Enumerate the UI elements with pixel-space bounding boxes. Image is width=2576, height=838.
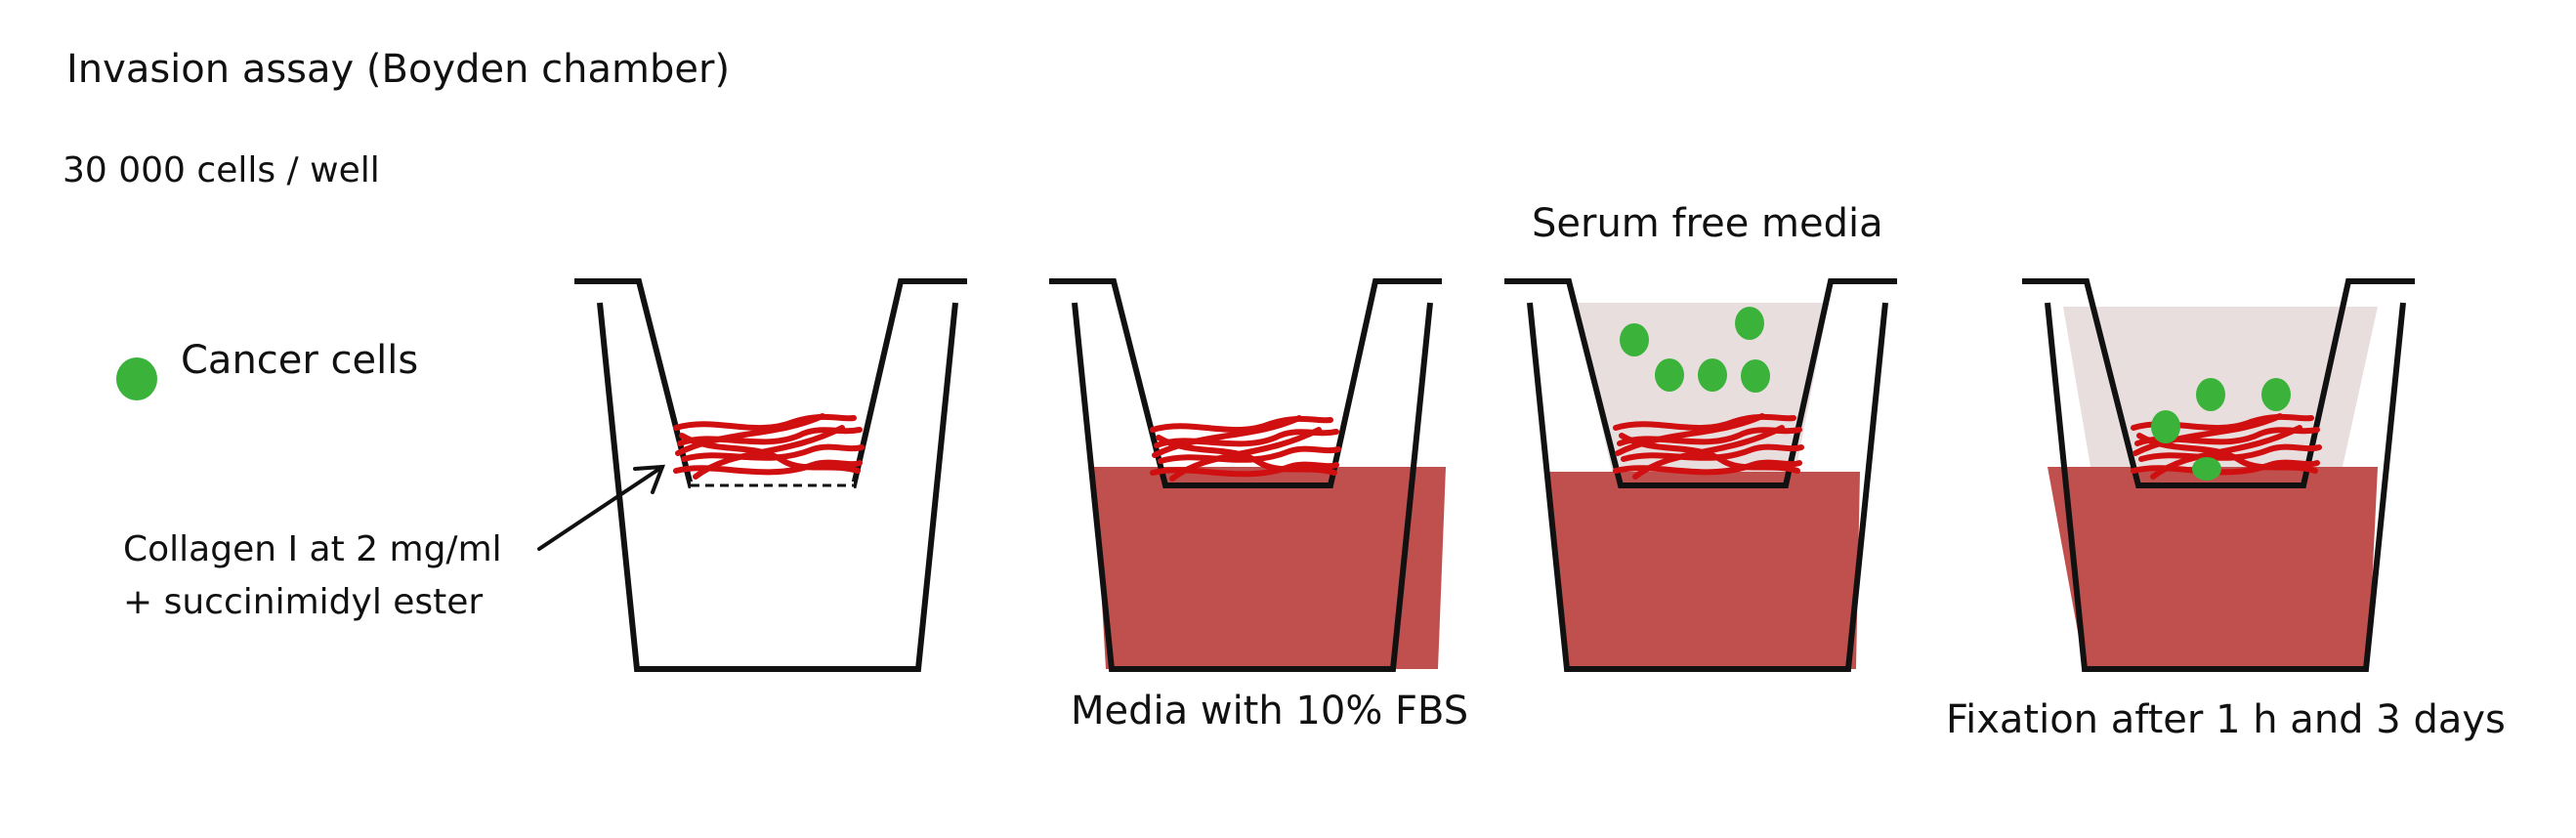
cancer-cell [2261, 378, 2291, 411]
step-label-serum-free: Serum free media [1532, 201, 1883, 246]
fbs-media-fill [1545, 472, 1860, 669]
arrow-icon [537, 464, 665, 551]
cancer-cell [1735, 307, 1764, 340]
outer-well [1072, 302, 1433, 672]
collagen-fibers [676, 416, 862, 477]
insert [2022, 278, 2415, 488]
step-label-fixation: Fixation after 1 h and 3 days [1946, 697, 2506, 742]
step-label-fbs: Media with 10% FBS [1071, 689, 1469, 733]
page-title: Invasion assay (Boyden chamber) [66, 47, 731, 92]
cancer-cell [1698, 358, 1727, 392]
cancer-cell [2192, 457, 2221, 481]
cancer-cell [2196, 378, 2225, 411]
well-serum-free [1504, 278, 1897, 672]
collagen-note-line1: Collagen I at 2 mg/ml [123, 529, 502, 569]
cancer-cells [1620, 307, 1770, 393]
cancer-cell [2151, 410, 2180, 443]
outer-well [1527, 302, 1888, 672]
outer-well [2045, 302, 2406, 672]
cancer-cell [1620, 323, 1649, 356]
collagen-note-line2: + succinimidyl ester [123, 582, 484, 622]
insert [1049, 278, 1442, 488]
cell-density: 30 000 cells / well [63, 150, 380, 190]
well-fixation [2022, 278, 2415, 672]
cancer-cells [2151, 378, 2291, 481]
cancer-cell [1655, 358, 1684, 392]
cancer-cell [1741, 359, 1770, 393]
fbs-media-fill [1094, 467, 1446, 669]
fbs-media-fill [2048, 467, 2378, 669]
well-coated-insert [574, 278, 967, 672]
insert [1504, 278, 1897, 488]
green-dot-icon [116, 357, 157, 400]
outer-well [597, 302, 958, 672]
well-fbs-media [1049, 278, 1446, 672]
legend-label: Cancer cells [181, 338, 419, 383]
